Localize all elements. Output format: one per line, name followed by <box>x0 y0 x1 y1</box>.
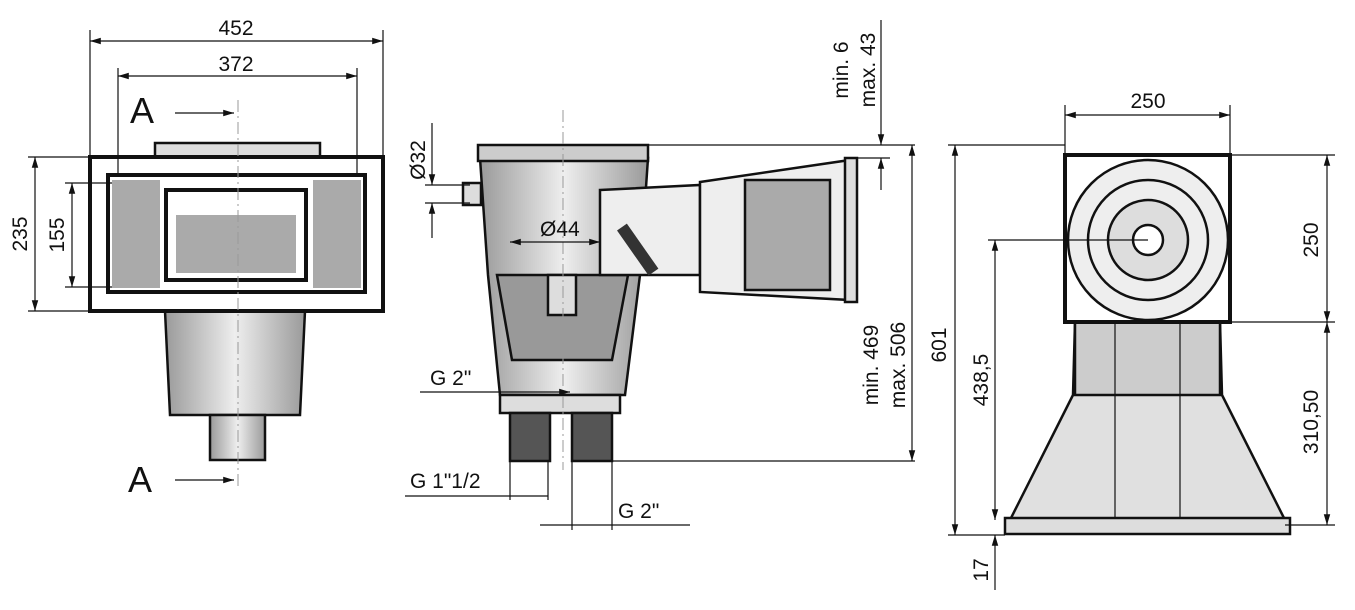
side-panel-left <box>112 180 160 288</box>
skimmer-window <box>164 188 308 282</box>
weir <box>617 223 659 276</box>
side-view: 250 601 438,5 17 250 310,50 <box>928 90 1335 590</box>
dim-center-diameter: Ø44 <box>540 218 580 241</box>
section-view: Ø32 Ø44 G 2" G 1"1/2 G 2" min. 6 max. 43… <box>405 20 916 530</box>
dim-side-port-diameter: Ø32 <box>407 140 430 180</box>
base-flange <box>1003 516 1292 536</box>
front-view: 452 372 235 155 A A <box>9 17 385 500</box>
section-label-bottom: A <box>128 459 152 500</box>
faceplate-frame <box>88 155 385 313</box>
height-min-label: min. 469 <box>860 325 883 406</box>
thread-right-label: G 2" <box>618 500 659 523</box>
weir-flap <box>176 215 296 273</box>
base-height-label: 17 <box>970 558 993 581</box>
lower-height-label: 310,50 <box>1300 390 1323 454</box>
top-max-label: max. 43 <box>857 33 880 108</box>
dim-height-outer: 235 <box>9 216 32 251</box>
lid-square <box>1063 153 1232 324</box>
total-height-label: 601 <box>928 327 951 362</box>
top-min-label: min. 6 <box>830 41 853 98</box>
thread-upper-label: G 2" <box>430 367 471 390</box>
side-panel-right <box>313 180 361 288</box>
faceplate-inner <box>106 173 367 294</box>
dim-height-inner: 155 <box>46 217 69 252</box>
outlet-left <box>508 411 552 463</box>
upper-height-label: 250 <box>1300 222 1323 257</box>
dim-width-outer: 452 <box>218 17 253 40</box>
outlet-right <box>570 411 614 463</box>
section-label-top: A <box>130 90 154 131</box>
side-width-label: 250 <box>1130 90 1165 113</box>
dim-width-inner: 372 <box>218 53 253 76</box>
thread-left-label: G 1"1/2 <box>410 470 481 493</box>
side-port <box>461 181 483 207</box>
height-max-label: max. 506 <box>887 322 910 408</box>
center-height-label: 438,5 <box>970 354 993 407</box>
ribbed-section <box>1073 320 1222 397</box>
flange <box>843 156 859 304</box>
body-lower <box>163 309 307 417</box>
